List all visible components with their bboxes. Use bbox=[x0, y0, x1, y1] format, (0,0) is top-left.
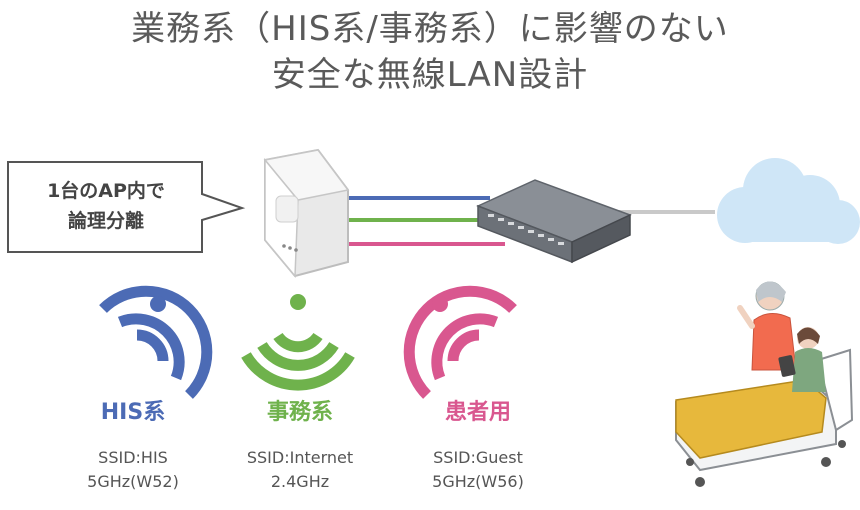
cloud-icon bbox=[717, 158, 860, 244]
wifi-icon-guest bbox=[403, 285, 517, 399]
network-switch-icon bbox=[476, 179, 632, 264]
access-point-icon bbox=[263, 148, 350, 278]
network-ssid: SSID:Internet bbox=[246, 448, 354, 467]
page-title: 業務系（HIS系/事務系）に影響のない 安全な無線LAN設計 bbox=[0, 6, 860, 98]
wifi-icon-office bbox=[241, 294, 355, 391]
network-ssid: SSID:Guest bbox=[433, 448, 523, 467]
network-label-his: HIS系 SSID:HIS 5GHz(W52) bbox=[48, 398, 218, 494]
network-ssid: SSID:HIS bbox=[98, 448, 168, 467]
network-label-guest: 患者用 SSID:Guest 5GHz(W56) bbox=[393, 398, 563, 494]
network-band: 5GHz(W56) bbox=[432, 472, 524, 491]
network-band: 2.4GHz bbox=[270, 472, 330, 491]
network-name: 事務系 bbox=[266, 400, 333, 425]
network-label-office: 事務系 SSID:Internet 2.4GHz bbox=[215, 398, 385, 494]
title-line-1: 業務系（HIS系/事務系）に影響のない bbox=[131, 9, 729, 49]
callout-bubble: 1台のAP内で 論理分離 bbox=[6, 160, 246, 254]
network-name: HIS系 bbox=[100, 400, 166, 425]
callout-text: 1台のAP内で 論理分離 bbox=[6, 176, 206, 236]
callout-line-2: 論理分離 bbox=[67, 210, 144, 232]
callout-shape bbox=[7, 161, 246, 253]
callout-line-1: 1台のAP内で bbox=[47, 180, 165, 202]
wifi-icon-his bbox=[99, 285, 213, 399]
title-line-2: 安全な無線LAN設計 bbox=[271, 55, 589, 95]
network-name: 患者用 bbox=[444, 400, 511, 425]
network-band: 5GHz(W52) bbox=[87, 472, 179, 491]
patient-bed-illustration bbox=[675, 281, 854, 487]
